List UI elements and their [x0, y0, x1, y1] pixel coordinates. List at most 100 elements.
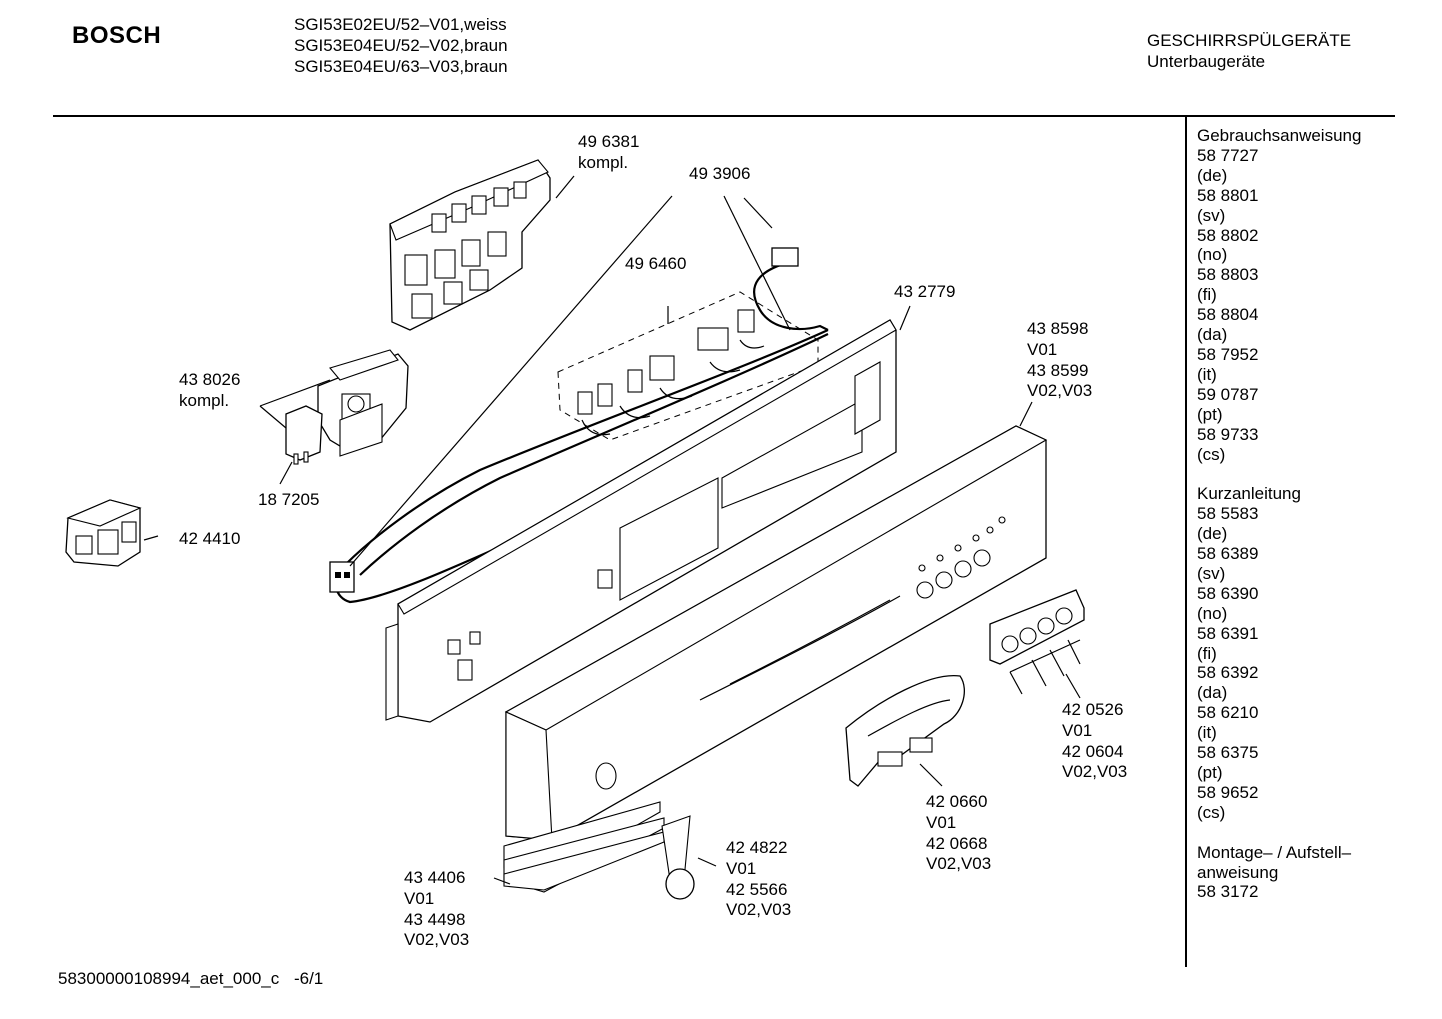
brand-logo: BOSCH — [72, 22, 162, 49]
sidebar-line: 58 8802 — [1197, 225, 1259, 245]
sidebar-line: Kurzanleitung — [1197, 484, 1301, 504]
sidebar-line: (cs) — [1197, 802, 1226, 822]
sidebar-line: (de) — [1197, 165, 1228, 185]
part-number: 43 4406 — [404, 868, 466, 887]
part-note: kompl. — [179, 390, 230, 410]
micro-switch — [285, 405, 323, 465]
button-strip — [989, 589, 1085, 665]
sidebar-line: 58 9733 — [1197, 424, 1259, 444]
sidebar-line: 58 8804 — [1197, 305, 1259, 325]
sidebar-spacer — [1197, 823, 1361, 843]
part-number: 43 4498 — [404, 909, 466, 929]
sidebar-line: 58 6392 — [1197, 663, 1259, 683]
part-number: 42 0660 — [926, 792, 988, 811]
sidebar-line: (it) — [1197, 364, 1217, 384]
knob-part — [661, 815, 695, 900]
model-list: SGI53E02EU/52–V01,weiss SGI53E04EU/52–V0… — [294, 14, 508, 77]
part-number: 42 0604 — [1062, 741, 1124, 761]
label-42-0660: 42 0660 V01 42 0668 V02,V03 — [926, 792, 991, 875]
part-variant: V02,V03 — [926, 854, 992, 874]
part-number: 42 0668 — [926, 833, 988, 853]
sidebar-line: (pt) — [1197, 404, 1223, 424]
sidebar-line: 58 8803 — [1197, 265, 1259, 285]
sidebar-line: (fi) — [1197, 285, 1217, 305]
sidebar-line: (no) — [1197, 245, 1228, 265]
part-number: 43 8026 — [179, 370, 241, 389]
part-number: 49 6381 — [578, 132, 640, 151]
sidebar-line: 58 7727 — [1197, 145, 1259, 165]
header-divider — [53, 115, 1395, 117]
label-43-4406: 43 4406 V01 43 4498 V02,V03 — [404, 868, 469, 951]
label-18-7205: 18 7205 — [258, 490, 320, 509]
sidebar-line: (de) — [1197, 524, 1228, 544]
category-subtitle: Unterbaugeräte — [1147, 52, 1266, 71]
part-variant: V02,V03 — [726, 900, 792, 920]
sidebar-line: 58 6391 — [1197, 623, 1259, 643]
leader-lines — [143, 175, 1081, 885]
part-variant: V02,V03 — [1027, 381, 1093, 401]
model-line: SGI53E04EU/63–V03,braun — [294, 57, 508, 76]
part-variant: V02,V03 — [1062, 762, 1128, 782]
sidebar-line: 58 6210 — [1197, 703, 1259, 723]
part-variant: V01 — [926, 812, 957, 832]
control-module — [389, 159, 551, 331]
part-number: 43 8599 — [1027, 360, 1089, 380]
part-variant: V02,V03 — [404, 930, 470, 950]
part-variant: V01 — [1027, 339, 1058, 359]
sidebar-line: (da) — [1197, 325, 1228, 345]
sidebar-divider — [1185, 117, 1187, 967]
category-block: GESCHIRRSPÜLGERÄTE Unterbaugeräte — [1147, 30, 1351, 72]
sidebar-line: 58 5583 — [1197, 504, 1259, 524]
part-variant: V01 — [404, 888, 435, 908]
connector-group — [577, 309, 765, 436]
part-variant: V01 — [726, 858, 757, 878]
category-title: GESCHIRRSPÜLGERÄTE — [1147, 31, 1352, 50]
label-42-0526: 42 0526 V01 42 0604 V02,V03 — [1062, 700, 1127, 783]
sidebar-line: anweisung — [1197, 862, 1279, 882]
frame-part — [385, 319, 897, 723]
page-number: -6/1 — [293, 969, 324, 988]
sidebar-line: Gebrauchsanweisung — [1197, 126, 1362, 145]
label-43-2779: 43 2779 — [894, 282, 956, 301]
sidebar-line: (it) — [1197, 723, 1217, 743]
sidebar-spacer — [1197, 464, 1361, 484]
label-43-8026: 43 8026 kompl. — [179, 370, 240, 412]
part-number: 42 0526 — [1062, 700, 1124, 719]
handle-part — [845, 674, 965, 787]
sidebar-line: (fi) — [1197, 643, 1217, 663]
model-line: SGI53E04EU/52–V02,braun — [294, 36, 508, 55]
seal-strips — [503, 801, 665, 893]
part-number: 43 8598 — [1027, 319, 1089, 338]
label-49-3906: 49 3906 — [689, 164, 751, 183]
part-number: 42 5566 — [726, 879, 788, 899]
door-switch — [317, 349, 409, 457]
front-panel — [504, 425, 1048, 841]
sidebar-line: 59 0787 — [1197, 384, 1259, 404]
part-number: 42 4822 — [726, 838, 788, 857]
sidebar-line: 58 8801 — [1197, 185, 1259, 205]
sidebar-line: (no) — [1197, 603, 1228, 623]
sidebar-line: (sv) — [1197, 563, 1226, 583]
sidebar-line: (pt) — [1197, 762, 1223, 782]
relay-part — [65, 499, 142, 567]
label-49-6381: 49 6381 kompl. — [578, 132, 639, 174]
part-variant: V01 — [1062, 720, 1093, 740]
sidebar-line: (cs) — [1197, 444, 1226, 464]
sidebar-line: 58 6389 — [1197, 544, 1259, 564]
sidebar-line: 58 9652 — [1197, 782, 1259, 802]
label-49-6460: 49 6460 — [625, 254, 687, 273]
footer: 58300000108994_aet_000_c -6/1 — [58, 969, 323, 989]
label-42-4822: 42 4822 V01 42 5566 V02,V03 — [726, 838, 791, 921]
sidebar-line: (sv) — [1197, 205, 1226, 225]
document-code: 58300000108994_aet_000_c — [58, 969, 280, 988]
label-43-8598: 43 8598 V01 43 8599 V02,V03 — [1027, 319, 1092, 402]
sidebar-line: Montage– / Aufstell– — [1197, 842, 1352, 862]
sidebar-line: 58 3172 — [1197, 882, 1259, 902]
sidebar-line: 58 7952 — [1197, 344, 1259, 364]
label-42-4410: 42 4410 — [179, 529, 241, 548]
model-line: SGI53E02EU/52–V01,weiss — [294, 15, 507, 34]
sidebar-line: (da) — [1197, 683, 1228, 703]
part-note: kompl. — [578, 152, 629, 172]
